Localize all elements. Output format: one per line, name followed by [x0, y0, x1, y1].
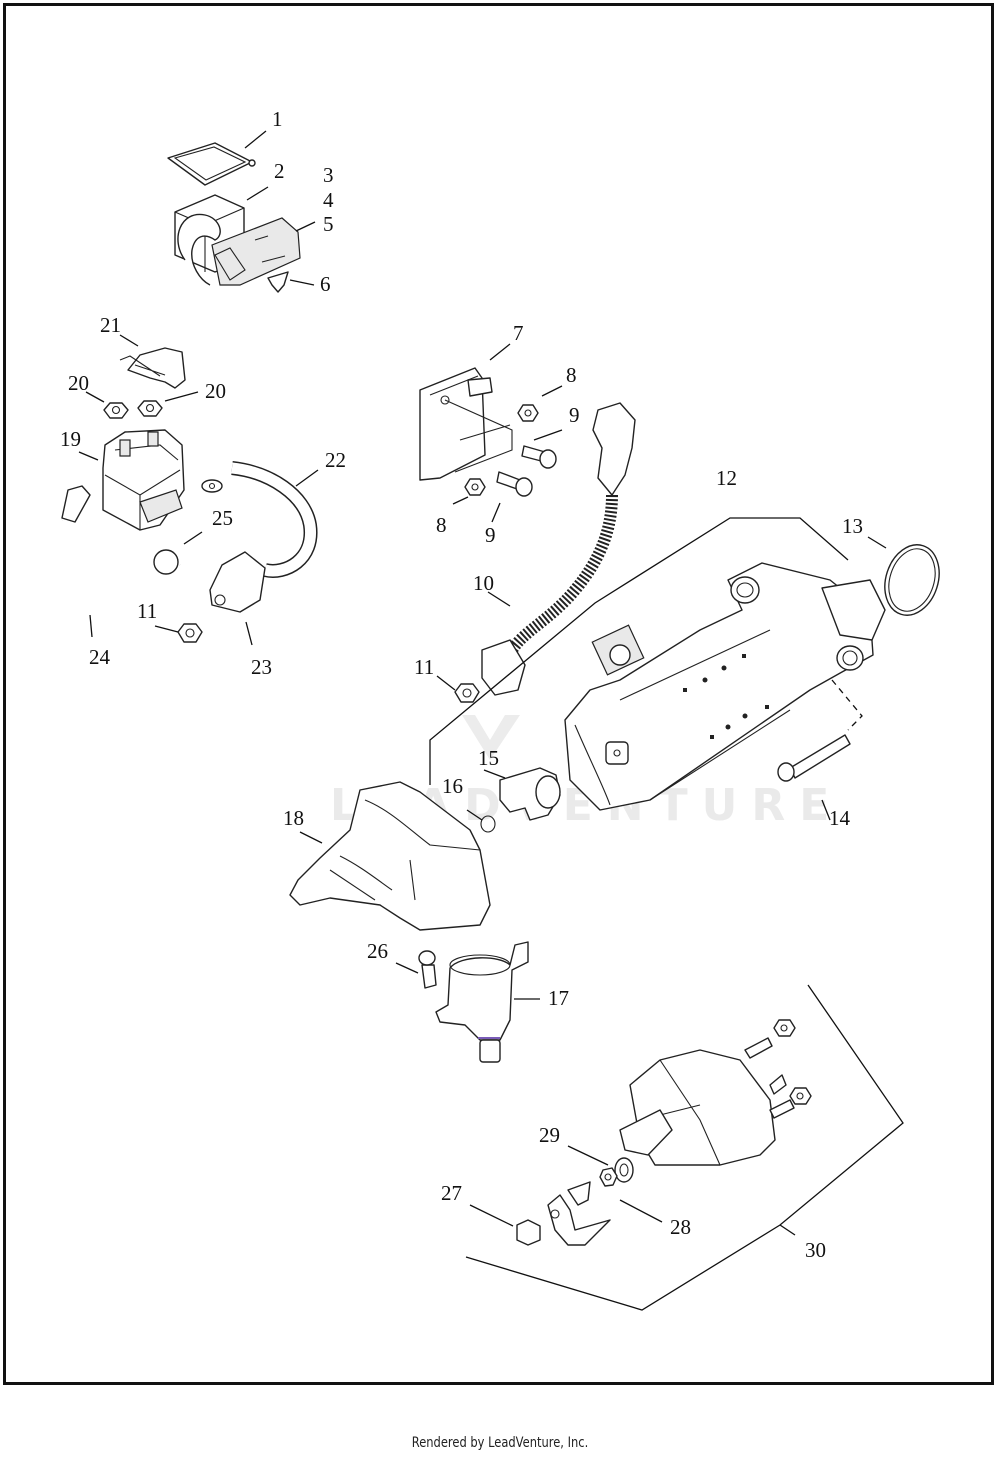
part-connector-housing[interactable] [174, 194, 301, 286]
part-socket-screw-lower[interactable] [496, 471, 533, 497]
callout-9-upper[interactable]: 9 [569, 403, 580, 427]
watermark-logo-icon [462, 715, 520, 760]
leader-lines [78, 130, 904, 1311]
callout-20-left[interactable]: 20 [68, 371, 89, 395]
callout-27[interactable]: 27 [441, 1181, 462, 1205]
callout-16[interactable]: 16 [442, 774, 463, 798]
part-battery-cable-negative[interactable] [46, 485, 184, 611]
part-nut-lower[interactable] [464, 478, 486, 496]
part-hex-nut-left[interactable] [177, 623, 203, 643]
part-starter-solenoid[interactable] [619, 1037, 795, 1166]
callout-30[interactable]: 30 [805, 1238, 826, 1262]
callout-13[interactable]: 13 [842, 514, 863, 538]
callout-20-right[interactable]: 20 [205, 379, 226, 403]
part-cap-screw[interactable] [418, 950, 437, 989]
footer-credit: Rendered by LeadVenture, Inc. [411, 1435, 589, 1451]
part-terminal-boot[interactable] [209, 551, 266, 613]
part-flange-nut-left[interactable] [103, 402, 129, 419]
callout-19[interactable]: 19 [60, 427, 81, 451]
callout-28[interactable]: 28 [670, 1215, 691, 1239]
callout-17[interactable]: 17 [548, 986, 569, 1010]
callout-1[interactable]: 1 [272, 107, 283, 131]
part-hex-nut-middle[interactable] [454, 683, 480, 703]
part-acorn-nut[interactable] [516, 1219, 541, 1246]
callout-26[interactable]: 26 [367, 939, 388, 963]
callout-9-lower[interactable]: 9 [485, 523, 496, 547]
callout-12[interactable]: 12 [716, 466, 737, 490]
part-flange-nut-right[interactable] [137, 400, 163, 417]
part-solenoid-nut-lower[interactable] [789, 1087, 812, 1105]
part-o-ring[interactable] [876, 538, 948, 623]
part-solenoid-nut-upper[interactable] [773, 1019, 796, 1037]
callout-11-left[interactable]: 11 [137, 599, 157, 623]
part-solenoid-hex-nut[interactable] [599, 1167, 618, 1187]
callout-22[interactable]: 22 [325, 448, 346, 472]
callout-6[interactable]: 6 [320, 272, 331, 296]
part-washer[interactable] [614, 1157, 634, 1183]
part-starter-cover[interactable] [289, 781, 491, 931]
callout-11-middle[interactable]: 11 [414, 655, 434, 679]
callout-21[interactable]: 21 [100, 313, 121, 337]
part-actuator[interactable] [435, 941, 529, 1063]
callout-5[interactable]: 5 [323, 212, 334, 236]
part-snap-ring[interactable] [480, 815, 496, 833]
callout-18[interactable]: 18 [283, 806, 304, 830]
part-terminal-cover[interactable] [119, 347, 186, 389]
part-socket-screw-upper[interactable] [521, 445, 557, 469]
callout-14[interactable]: 14 [829, 806, 851, 830]
callout-labels: 1 2 3 4 5 6 7 8 8 9 9 10 11 11 12 13 14 … [60, 107, 863, 1262]
part-starter-motor[interactable] [564, 562, 886, 811]
callout-24[interactable]: 24 [89, 645, 111, 669]
callout-8-upper[interactable]: 8 [566, 363, 577, 387]
callout-23[interactable]: 23 [251, 655, 272, 679]
part-mounting-bolt[interactable] [777, 679, 863, 782]
part-starter-cable[interactable] [481, 402, 636, 696]
callout-7[interactable]: 7 [513, 321, 524, 345]
callout-29[interactable]: 29 [539, 1123, 560, 1147]
callout-2[interactable]: 2 [274, 159, 285, 183]
part-nut-upper[interactable] [517, 404, 539, 422]
part-relay[interactable] [102, 429, 185, 531]
part-mounting-bracket[interactable] [419, 367, 513, 481]
callout-3[interactable]: 3 [323, 163, 334, 187]
part-contact-strap[interactable] [547, 1181, 611, 1246]
callout-25[interactable]: 25 [212, 506, 233, 530]
callout-10[interactable]: 10 [473, 571, 494, 595]
part-gasket[interactable] [167, 142, 256, 186]
part-drive-pinion[interactable] [499, 767, 561, 821]
part-battery-cable-positive[interactable] [201, 461, 318, 578]
callout-8-lower[interactable]: 8 [436, 513, 447, 537]
part-push-pin[interactable] [261, 255, 289, 293]
callout-4[interactable]: 4 [323, 188, 334, 212]
callout-15[interactable]: 15 [478, 746, 499, 770]
